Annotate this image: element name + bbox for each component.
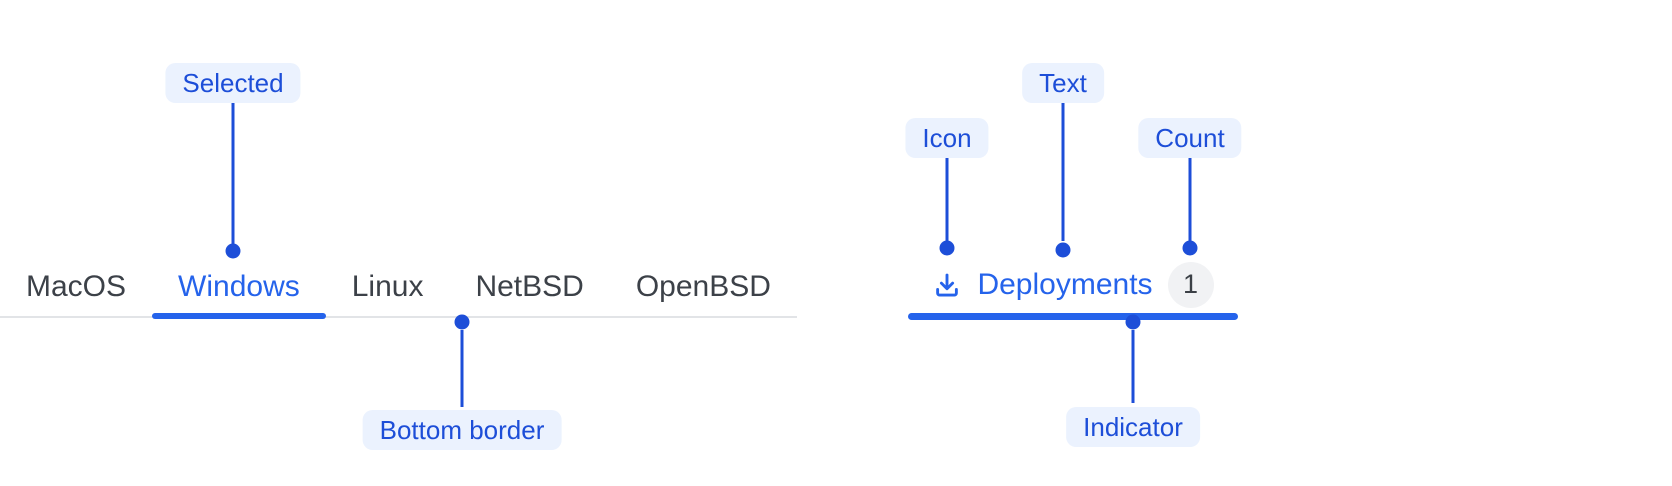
callout-icon-line — [945, 158, 949, 241]
tab-deployments[interactable]: Deployments 1 — [908, 258, 1238, 311]
callout-indicator-dot — [1125, 314, 1141, 330]
callout-count-dot — [1182, 240, 1198, 256]
callout-selected-line — [231, 103, 235, 245]
callout-selected-label: Selected — [165, 63, 301, 103]
callout-indicator-line — [1131, 330, 1135, 403]
callout-icon-dot — [939, 240, 955, 256]
callout-bottom-border-dot — [454, 314, 470, 330]
callout-icon-label: Icon — [905, 118, 989, 158]
tab-active-indicator — [908, 313, 1238, 320]
callout-selected-dot — [225, 243, 241, 259]
callout-count-label: Count — [1138, 118, 1242, 158]
callout-count-line — [1188, 158, 1192, 241]
tab-netbsd[interactable]: NetBSD — [475, 270, 584, 303]
tab-bar: MacOS Windows Linux NetBSD OpenBSD — [0, 258, 797, 319]
tab-deployments-label: Deployments — [977, 267, 1153, 301]
tab-windows-selected[interactable]: Windows — [152, 258, 326, 319]
tab-linux[interactable]: Linux — [351, 270, 424, 303]
callout-bottom-border-line — [460, 330, 464, 407]
tab-openbsd[interactable]: OpenBSD — [635, 270, 771, 303]
callout-text-line — [1061, 103, 1065, 241]
download-icon — [932, 270, 962, 300]
callout-indicator-label: Indicator — [1066, 407, 1200, 447]
callout-text-dot — [1055, 242, 1071, 258]
tab-macos[interactable]: MacOS — [26, 270, 127, 303]
callout-text-label: Text — [1022, 63, 1104, 103]
callout-bottom-border-label: Bottom border — [362, 410, 562, 450]
tab-count-badge: 1 — [1167, 261, 1214, 308]
